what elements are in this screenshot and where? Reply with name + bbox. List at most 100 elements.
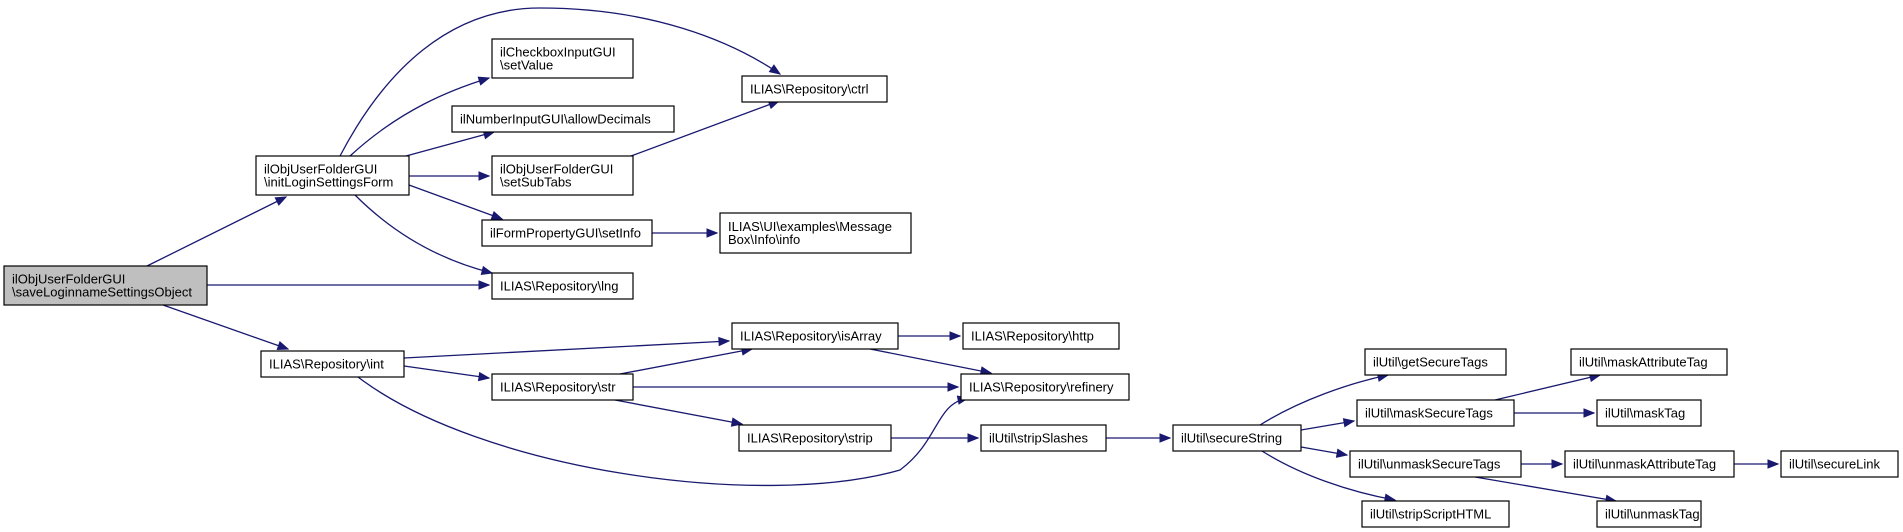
edge-line bbox=[1261, 450, 1396, 501]
node-box bbox=[1172, 424, 1302, 452]
node-label-line: ilUtil\unmaskTag bbox=[1605, 507, 1700, 522]
node-unmaskTag[interactable]: ilUtil\unmaskTag bbox=[1596, 500, 1702, 528]
node-str[interactable]: ILIAS\Repository\str bbox=[491, 373, 634, 401]
node-strip[interactable]: ILIAS\Repository\strip bbox=[738, 424, 892, 452]
arrowhead bbox=[1583, 408, 1596, 418]
node-label-line: ilUtil\maskTag bbox=[1605, 406, 1685, 421]
edge-int-to-isArray bbox=[403, 336, 731, 359]
node-label-line: ilUtil\secureString bbox=[1181, 431, 1282, 446]
node-label-line: ilObjUserFolderGUI bbox=[500, 162, 613, 177]
node-box bbox=[260, 350, 405, 378]
node-unmaskSec[interactable]: ilUtil\unmaskSecureTags bbox=[1349, 450, 1522, 478]
node-setSubTabs[interactable]: ilObjUserFolderGUI\setSubTabs bbox=[491, 155, 634, 196]
node-label-line: \setSubTabs bbox=[500, 175, 572, 190]
node-label-line: ilUtil\unmaskAttributeTag bbox=[1573, 457, 1716, 472]
edge-initLogin-to-lng bbox=[354, 194, 494, 276]
node-box bbox=[1780, 450, 1899, 478]
node-label-line: ilUtil\getSecureTags bbox=[1373, 355, 1488, 370]
edge-line bbox=[630, 100, 780, 157]
node-label-line: ilUtil\stripSlashes bbox=[989, 431, 1088, 446]
node-stripScr[interactable]: ilUtil\stripScriptHTML bbox=[1361, 500, 1510, 528]
node-maskAttr[interactable]: ilUtil\maskAttributeTag bbox=[1570, 348, 1728, 376]
edge-str-to-isArray bbox=[619, 346, 754, 375]
node-box bbox=[960, 373, 1130, 401]
node-root[interactable]: ilObjUserFolderGUI\saveLoginnameSettings… bbox=[3, 265, 208, 306]
node-isArray[interactable]: ILIAS\Repository\isArray bbox=[731, 322, 899, 350]
edge-root-to-lng bbox=[207, 280, 491, 290]
node-refinery[interactable]: ILIAS\Repository\refinery bbox=[960, 373, 1130, 401]
nodes-layer: ilObjUserFolderGUI \saveLoginnameSettings… bbox=[3, 38, 1899, 528]
edge-isArray-to-refinery bbox=[869, 348, 993, 376]
node-label-line: \saveLoginnameSettingsObject bbox=[12, 285, 192, 300]
node-getSec[interactable]: ilUtil\getSecureTags bbox=[1364, 348, 1507, 376]
node-initLogin[interactable]: ilObjUserFolderGUI\initLoginSettingsForm bbox=[255, 155, 410, 196]
node-label-line: ILIAS\Repository\strip bbox=[747, 431, 873, 446]
node-lng[interactable]: ILIAS\Repository\lng bbox=[491, 272, 634, 300]
arrowhead bbox=[478, 280, 491, 290]
node-box bbox=[491, 38, 634, 79]
edge-line bbox=[614, 399, 743, 425]
edge-maskSec-to-maskAttr bbox=[1494, 372, 1602, 401]
node-label-line: ilCheckboxInputGUI bbox=[500, 45, 616, 60]
edge-secStr-to-maskSec bbox=[1300, 418, 1356, 431]
edge-unmaskSec-to-unmaskTag bbox=[1474, 476, 1618, 504]
node-unmaskAttr[interactable]: ilUtil\unmaskAttributeTag bbox=[1564, 450, 1735, 478]
edge-line bbox=[403, 365, 490, 379]
edge-str-to-strip bbox=[614, 399, 744, 427]
edge-line bbox=[403, 340, 730, 359]
node-ctrl[interactable]: ILIAS\Repository\ctrl bbox=[741, 75, 888, 103]
edge-root-to-int bbox=[162, 304, 290, 350]
node-int[interactable]: ILIAS\Repository\int bbox=[260, 350, 405, 378]
node-label-line: ilUtil\maskAttributeTag bbox=[1579, 355, 1708, 370]
edge-maskSec-to-maskTag bbox=[1514, 408, 1596, 418]
node-box bbox=[1564, 450, 1735, 478]
arrowhead bbox=[949, 331, 962, 341]
arrowhead bbox=[967, 433, 980, 443]
arrowhead bbox=[276, 341, 290, 350]
node-label-line: \initLoginSettingsForm bbox=[264, 175, 393, 190]
node-secLink[interactable]: ilUtil\secureLink bbox=[1780, 450, 1899, 478]
node-stripSl[interactable]: ilUtil\stripSlashes bbox=[980, 424, 1107, 452]
node-label-line: ilUtil\maskSecureTags bbox=[1365, 406, 1493, 421]
arrowhead bbox=[478, 171, 491, 181]
node-box bbox=[1596, 500, 1702, 528]
node-label-line: ilObjUserFolderGUI bbox=[264, 162, 377, 177]
edges-layer bbox=[146, 7, 1780, 504]
node-setInfo[interactable]: ilFormPropertyGUI\setInfo bbox=[481, 219, 653, 247]
edge-isArray-to-http bbox=[898, 331, 962, 341]
edge-initLogin-to-cbSet bbox=[349, 76, 491, 157]
edge-secStr-to-unmaskSec bbox=[1300, 446, 1349, 458]
node-secStr[interactable]: ilUtil\secureString bbox=[1172, 424, 1302, 452]
node-maskSec[interactable]: ilUtil\maskSecureTags bbox=[1356, 399, 1515, 427]
edge-initLogin-to-setSubTabs bbox=[409, 171, 491, 181]
edge-initLogin-to-allowDec bbox=[405, 130, 496, 157]
node-box bbox=[255, 155, 410, 196]
edge-strip-to-stripSl bbox=[891, 433, 980, 443]
edge-line bbox=[349, 77, 490, 157]
arrowhead bbox=[1335, 448, 1349, 458]
edge-line bbox=[619, 348, 753, 375]
edge-str-to-refinery bbox=[633, 382, 960, 392]
edge-line bbox=[869, 348, 992, 374]
node-label-line: ilNumberInputGUI\allowDecimals bbox=[460, 112, 651, 127]
arrowhead bbox=[477, 371, 491, 382]
edge-line bbox=[408, 184, 503, 220]
node-allowDec[interactable]: ilNumberInputGUI\allowDecimals bbox=[451, 105, 675, 133]
edge-line bbox=[1494, 374, 1601, 401]
node-box bbox=[451, 105, 675, 133]
node-cbSet[interactable]: ilCheckboxInputGUI\setValue bbox=[491, 38, 634, 79]
edge-unmaskSec-to-unmaskAttr bbox=[1521, 459, 1564, 469]
edge-line bbox=[405, 131, 495, 157]
node-box bbox=[1364, 348, 1507, 376]
arrowhead bbox=[1551, 459, 1564, 469]
node-http[interactable]: ILIAS\Repository\http bbox=[962, 322, 1120, 350]
node-box bbox=[962, 322, 1120, 350]
edge-line bbox=[339, 7, 781, 157]
arrowhead bbox=[1159, 433, 1172, 443]
arrowhead bbox=[274, 196, 288, 206]
arrowhead bbox=[768, 64, 782, 75]
node-box bbox=[491, 155, 634, 196]
node-maskTag[interactable]: ilUtil\maskTag bbox=[1596, 399, 1702, 427]
